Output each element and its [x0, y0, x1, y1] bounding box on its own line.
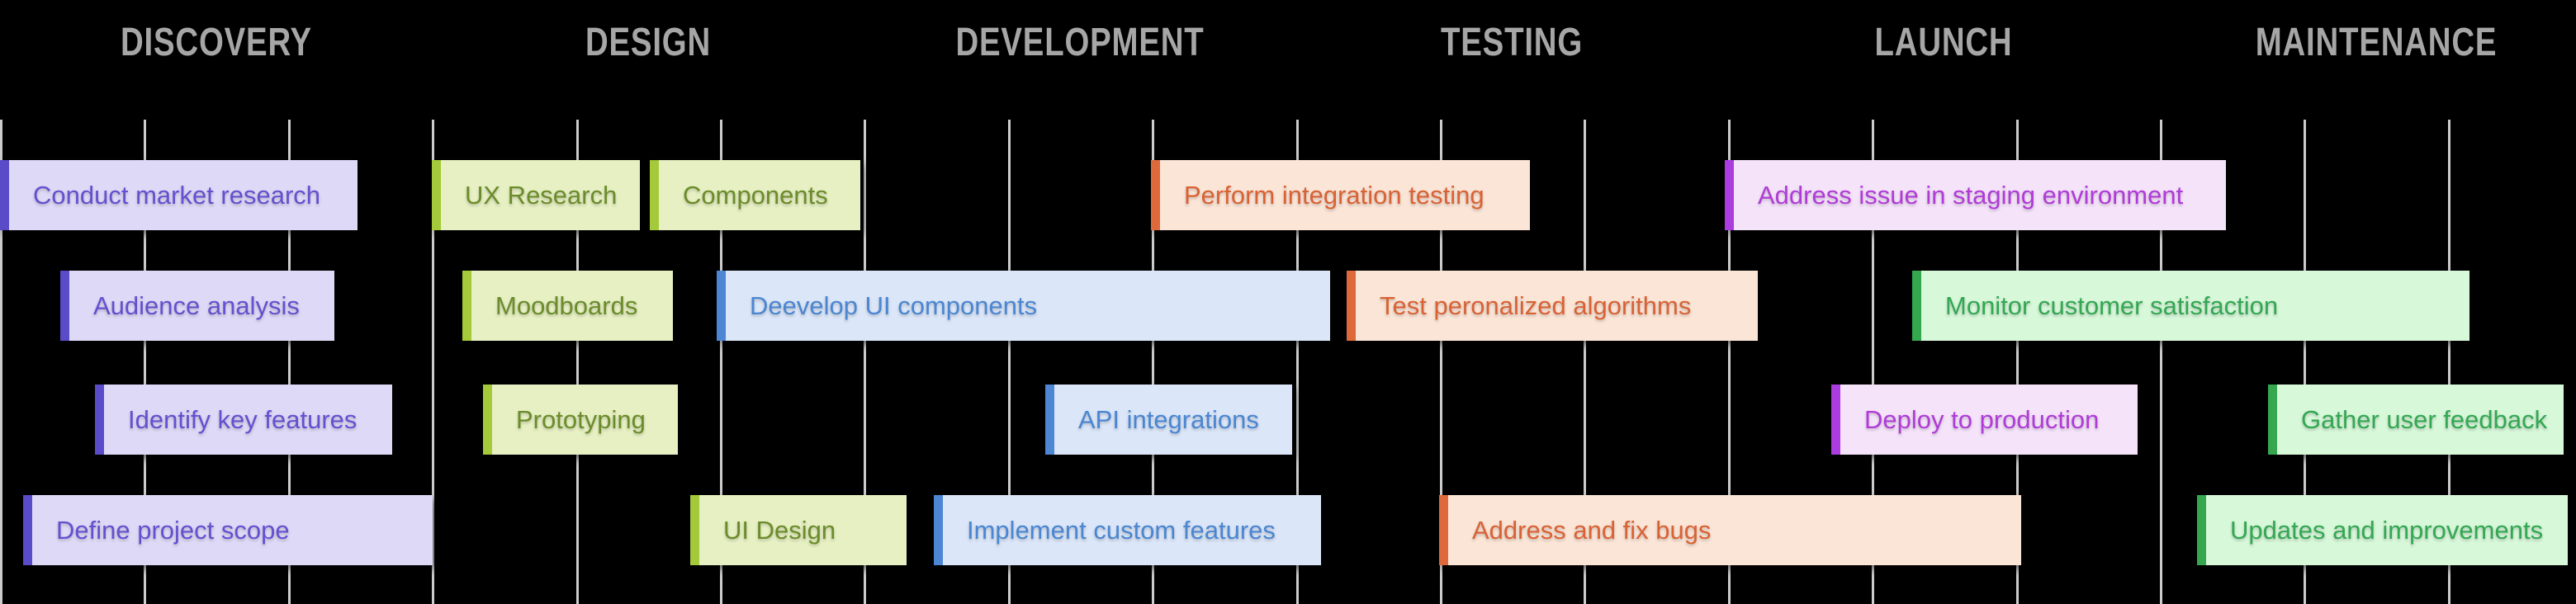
task-label: Audience analysis	[93, 290, 300, 320]
task-label: Define project scope	[56, 515, 290, 545]
task-bar-prototyping[interactable]: Prototyping	[483, 385, 678, 455]
task-bar-implement-custom-features[interactable]: Implement custom features	[934, 495, 1321, 565]
task-label: UX Research	[465, 180, 618, 210]
task-label: API integrations	[1078, 404, 1259, 434]
task-bar-define-project-scope[interactable]: Define project scope	[23, 495, 433, 565]
task-bar-deploy-to-production[interactable]: Deploy to production	[1831, 385, 2138, 455]
phase-header-design: DESIGN	[585, 21, 711, 64]
gridline-1	[144, 120, 146, 604]
gridline-17	[2448, 120, 2451, 604]
task-label: Perform integration testing	[1184, 180, 1485, 210]
task-bar-api-integrations[interactable]: API integrations	[1045, 385, 1292, 455]
task-bar-conduct-market-research[interactable]: Conduct market research	[0, 160, 358, 230]
gridline-14	[2016, 120, 2019, 604]
task-label: Address issue in staging environment	[1758, 180, 2184, 210]
task-bar-address-and-fix-bugs[interactable]: Address and fix bugs	[1439, 495, 2021, 565]
task-label: Identify key features	[128, 404, 358, 434]
task-label: Deploy to production	[1864, 404, 2100, 434]
gridline-7	[1008, 120, 1011, 604]
task-label: UI Design	[723, 515, 836, 545]
gridline-3	[432, 120, 434, 604]
task-bar-ux-research[interactable]: UX Research	[432, 160, 640, 230]
gridline-15	[2160, 120, 2162, 604]
gridline-11	[1584, 120, 1586, 604]
task-bar-test-peronalized-algorithms[interactable]: Test peronalized algorithms	[1347, 271, 1758, 341]
gridline-5	[720, 120, 722, 604]
task-bar-components[interactable]: Components	[650, 160, 860, 230]
task-label: Components	[683, 180, 828, 210]
gridline-6	[864, 120, 866, 604]
phase-header-development: DEVELOPMENT	[955, 21, 1205, 64]
phase-header-discovery: DISCOVERY	[120, 21, 312, 64]
task-label: Monitor customer satisfaction	[1945, 290, 2279, 320]
task-label: Test peronalized algorithms	[1380, 290, 1692, 320]
phase-header-launch: LAUNCH	[1874, 21, 2013, 64]
task-bar-ui-design[interactable]: UI Design	[690, 495, 907, 565]
gridline-13	[1872, 120, 1874, 604]
task-bar-identify-key-features[interactable]: Identify key features	[95, 385, 392, 455]
task-bar-gather-user-feedback[interactable]: Gather user feedback	[2268, 385, 2564, 455]
gridline-10	[1440, 120, 1442, 604]
phase-header-maintenance: MAINTENANCE	[2255, 21, 2497, 64]
gridline-12	[1728, 120, 1731, 604]
gridline-8	[1152, 120, 1154, 604]
gridline-9	[1296, 120, 1299, 604]
task-bar-deevelop-ui-components[interactable]: Deevelop UI components	[717, 271, 1330, 341]
gridline-0	[0, 120, 2, 604]
task-label: Moodboards	[495, 290, 638, 320]
task-bar-moodboards[interactable]: Moodboards	[462, 271, 673, 341]
task-label: Implement custom features	[967, 515, 1276, 545]
task-bar-perform-integration-testing[interactable]: Perform integration testing	[1151, 160, 1530, 230]
gridline-4	[576, 120, 579, 604]
task-label: Updates and improvements	[2230, 515, 2544, 545]
phase-header-testing: TESTING	[1441, 21, 1584, 64]
task-label: Address and fix bugs	[1472, 515, 1712, 545]
gridline-2	[288, 120, 291, 604]
task-bar-audience-analysis[interactable]: Audience analysis	[60, 271, 334, 341]
task-bar-monitor-customer-satisfaction[interactable]: Monitor customer satisfaction	[1912, 271, 2469, 341]
task-label: Gather user feedback	[2301, 404, 2548, 434]
task-bar-updates-and-improvements[interactable]: Updates and improvements	[2197, 495, 2568, 565]
task-label: Deevelop UI components	[750, 290, 1038, 320]
task-label: Prototyping	[516, 404, 646, 434]
task-bar-address-issue-in-staging-environment[interactable]: Address issue in staging environment	[1725, 160, 2226, 230]
gridline-16	[2304, 120, 2306, 604]
task-label: Conduct market research	[33, 180, 321, 210]
